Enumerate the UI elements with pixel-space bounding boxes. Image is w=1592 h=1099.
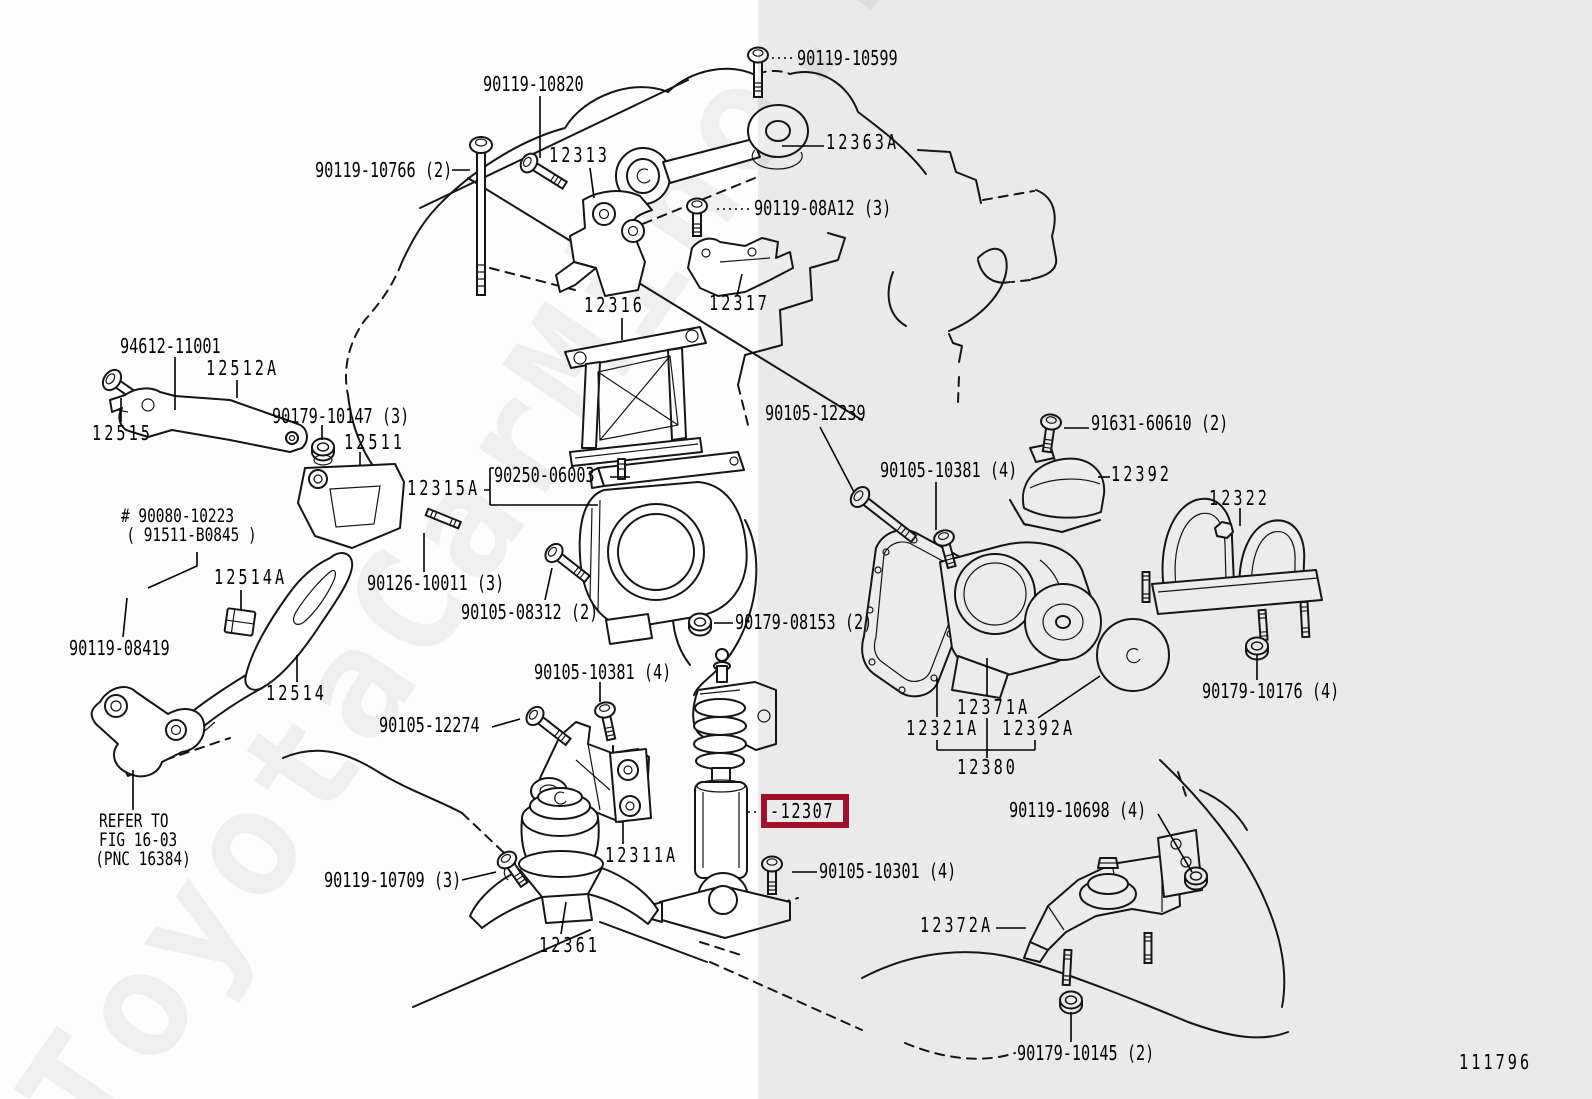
part-label-12315a[interactable]: 12315A: [407, 476, 481, 500]
part-drawing-12512a: [109, 387, 308, 453]
part-label-12321a[interactable]: 12321A: [906, 716, 980, 740]
part-label-12392[interactable]: 12392: [1111, 462, 1172, 486]
substitution-note-line2: ( 91511-B0845 ): [126, 524, 257, 546]
part-label-90119-10709[interactable]: 90119-10709 (3): [324, 868, 462, 892]
figure-number: 111796: [1459, 1050, 1533, 1074]
part-label-12316[interactable]: 12316: [584, 293, 645, 317]
part-drawing-12315a: [578, 451, 748, 645]
part-label-90119-10599[interactable]: 90119-10599: [797, 46, 898, 70]
part-label-90119-08419[interactable]: 90119-08419: [69, 636, 170, 660]
part-label-12380[interactable]: 12380: [957, 755, 1018, 779]
part-label-12514[interactable]: 12514: [266, 681, 327, 705]
part-drawing-12514: [121, 552, 354, 777]
fasteners: [311, 46, 1208, 1015]
part-label-12511[interactable]: 12511: [344, 430, 405, 454]
part-label-90105-12239[interactable]: 90105-12239: [765, 401, 866, 425]
part-label-90179-10147[interactable]: 90179-10147 (3): [272, 404, 410, 428]
part-label-12361[interactable]: 12361: [539, 933, 600, 957]
part-label-90119-10766[interactable]: 90119-10766 (2): [315, 158, 453, 182]
part-label-12512a[interactable]: 12512A: [206, 356, 280, 380]
part-label-12515[interactable]: 12515: [92, 421, 153, 445]
part-label-91631-60610[interactable]: 91631-60610 (2): [1091, 411, 1229, 435]
part-label-12514a[interactable]: 12514A: [214, 565, 288, 589]
part-label-90105-10381-left[interactable]: 90105-10381 (4): [534, 660, 672, 684]
part-label-90126-10011[interactable]: 90126-10011 (3): [367, 571, 505, 595]
part-label-12371a[interactable]: 12371A: [957, 695, 1031, 719]
part-drawing-12316: [564, 326, 707, 467]
part-drawing-12392: [1009, 443, 1106, 533]
highlighted-part-box[interactable]: -12307: [761, 794, 849, 828]
part-drawing-12392a: [1024, 583, 1170, 692]
part-drawing-12363a: [615, 104, 809, 205]
refer-note-line3: (PNC 16384): [95, 848, 191, 870]
part-label-94612-11001[interactable]: 94612-11001: [120, 334, 221, 358]
part-drawing-pnc16384: [90, 686, 206, 778]
substitution-note[interactable]: # 90080-10223 ( 91511-B0845 ): [121, 507, 257, 545]
part-label-90179-08153[interactable]: 90179-08153 (2): [735, 610, 873, 634]
part-label-12372a[interactable]: 12372A: [920, 913, 994, 937]
part-drawing-12313: [555, 190, 653, 297]
part-label-90105-08312[interactable]: 90105-08312 (2): [461, 600, 599, 624]
part-drawing-12511: [297, 463, 405, 549]
part-label-12392a[interactable]: 12392A: [1002, 716, 1076, 740]
refer-note-line1: REFER TO: [99, 810, 169, 832]
part-label-12317[interactable]: 12317: [709, 291, 770, 315]
part-drawing-12317: [687, 237, 794, 297]
part-label-90179-10145[interactable]: 90179-10145 (2): [1017, 1041, 1155, 1065]
part-label-90105-10381-right[interactable]: 90105-10381 (4): [880, 458, 1018, 482]
part-label-90119-10698[interactable]: 90119-10698 (4): [1009, 798, 1147, 822]
part-label-12307[interactable]: -12307: [770, 799, 835, 823]
part-label-90250-06003[interactable]: 90250-06003: [494, 463, 595, 487]
part-label-12311a[interactable]: 12311A: [605, 843, 679, 867]
part-label-90119-08a12[interactable]: 90119-08A12 (3): [754, 196, 892, 220]
part-drawing-12514a: [223, 607, 257, 637]
refer-note: REFER TO FIG 16-03 (PNC 16384): [95, 810, 191, 869]
part-label-90105-10301[interactable]: 90105-10301 (4): [819, 859, 957, 883]
leader-lines: [120, 57, 1258, 1042]
part-label-12322[interactable]: 12322: [1209, 486, 1270, 510]
part-label-90119-10820[interactable]: 90119-10820: [483, 72, 584, 96]
refer-note-line2: FIG 16-03: [99, 829, 178, 851]
part-label-90179-10176[interactable]: 90179-10176 (4): [1202, 679, 1340, 703]
part-drawing-12372a: [1023, 829, 1203, 987]
part-drawing-12322: [1141, 497, 1323, 661]
part-label-12363a[interactable]: 12363A: [826, 130, 900, 154]
part-label-90105-12274[interactable]: 90105-12274: [379, 713, 480, 737]
part-label-12313[interactable]: 12313: [549, 143, 610, 167]
part-drawing-12307: [647, 648, 791, 939]
substitution-note-line1: # 90080-10223: [121, 505, 235, 527]
